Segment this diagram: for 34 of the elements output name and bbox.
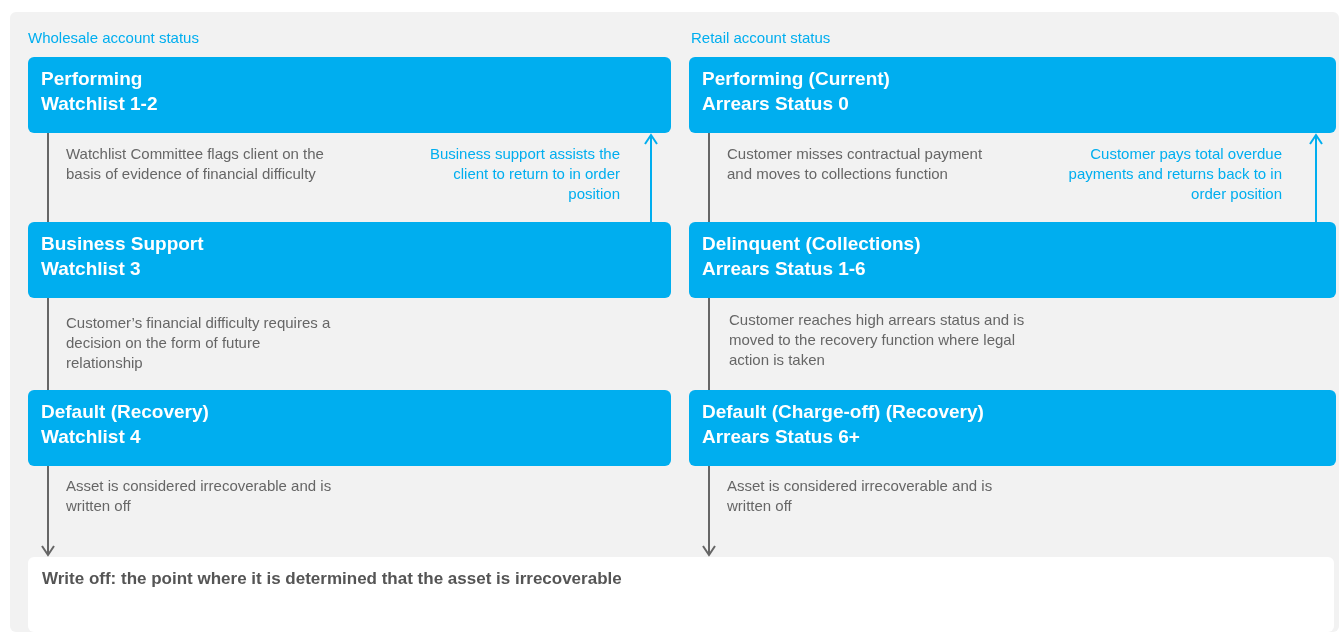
status-title: Business Support: [41, 232, 205, 256]
status-level: Watchlist 1-2: [41, 92, 159, 116]
outcome-box: [28, 557, 1334, 632]
edge-label: Asset is considered irrecoverable and is written off: [66, 476, 333, 516]
arrow: [702, 465, 716, 556]
arrow: [41, 465, 55, 556]
edge-label: Customer’s financial difficulty requires a decision on the form of future relationship: [66, 313, 332, 373]
status-level: Watchlist 3: [41, 257, 142, 281]
status-box: [28, 222, 671, 298]
status-title: Performing (Current): [702, 67, 891, 91]
status-title: Default (Recovery): [41, 400, 210, 424]
edge-label: Business support assists the client to return to in order position: [428, 144, 620, 204]
status-level: Watchlist 4: [41, 425, 142, 449]
status-title: Performing: [41, 67, 144, 91]
edge-label: Customer pays total overdue payments and returns back to in order position: [1067, 144, 1282, 204]
status-title: Delinquent (Collections): [702, 232, 922, 256]
status-level: Arrears Status 0: [702, 92, 850, 116]
status-level: Arrears Status 1-6: [702, 257, 867, 281]
arrow: [644, 134, 658, 223]
status-level: Arrears Status 6+: [702, 425, 861, 449]
status-title: Default (Charge-off) (Recovery): [702, 400, 985, 424]
status-box: [689, 222, 1336, 298]
edge-label: Asset is considered irrecoverable and is written off: [727, 476, 994, 516]
status-box: [689, 57, 1336, 133]
status-box: [689, 390, 1336, 466]
edge-label: Customer misses contractual payment and moves to collections function: [727, 144, 984, 184]
status-box: [28, 390, 671, 466]
outcome-text: Write off: the point where it is determined that the asset is irrecoverable: [42, 568, 623, 590]
edge-label: Watchlist Committee flags client on the basis of evidence of financial difficulty: [66, 144, 325, 184]
section-heading: Retail account status: [691, 28, 831, 48]
status-box: [28, 57, 671, 133]
edge-label: Customer reaches high arrears status and is moved to the recovery function where legal action is taken: [729, 310, 1026, 370]
arrow: [1309, 134, 1323, 223]
section-heading: Wholesale account status: [28, 28, 199, 48]
